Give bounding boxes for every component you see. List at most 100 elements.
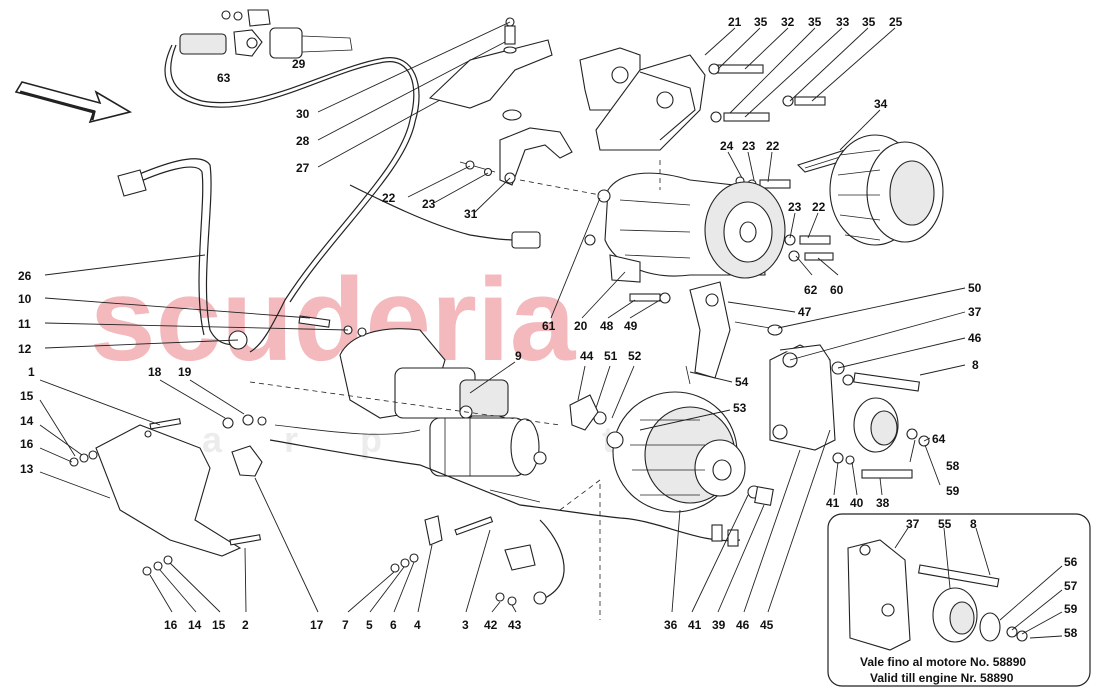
callout: 47 <box>798 305 812 319</box>
callout: 9 <box>515 349 522 363</box>
callout: 35 <box>862 15 876 29</box>
inset-detail-box: 37 55 8 56 57 59 58 Vale fino al motore … <box>827 513 1091 687</box>
callout: 52 <box>628 349 642 363</box>
callout: 15 <box>20 389 34 403</box>
tensioner-bracket <box>747 344 930 506</box>
callout: 12 <box>18 342 32 356</box>
callout: 38 <box>876 496 890 510</box>
callout: 16 <box>164 618 178 632</box>
callout: 63 <box>217 71 231 85</box>
callout: 8 <box>972 358 979 372</box>
starter-motor <box>339 328 547 477</box>
callout: 23 <box>422 197 436 211</box>
callout: 23 <box>742 139 756 153</box>
inset-callout: 8 <box>970 517 977 531</box>
inset-note-italian: Vale fino al motore No. 58890 <box>860 655 1026 669</box>
callout: 22 <box>766 139 780 153</box>
belt-and-pulley <box>796 134 944 246</box>
callout: 61 <box>542 319 556 333</box>
wiring-harness <box>269 439 741 605</box>
callout: 19 <box>178 365 192 379</box>
callout: 18 <box>148 365 162 379</box>
support-bracket <box>629 281 783 385</box>
callout: 24 <box>720 139 734 153</box>
callout: 41 <box>688 618 702 632</box>
callout: 59 <box>946 484 960 498</box>
watermark-main: scuderia <box>90 254 577 386</box>
inset-callout: 37 <box>906 517 920 531</box>
inset-callout: 55 <box>938 517 952 531</box>
callout: 34 <box>874 97 888 111</box>
ground-strap <box>117 158 248 350</box>
callout: 7 <box>342 618 349 632</box>
compressor-bracket <box>579 47 706 151</box>
callout: 4 <box>414 618 421 632</box>
callout: 43 <box>508 618 522 632</box>
callout: 29 <box>292 57 306 71</box>
callout: 10 <box>18 292 32 306</box>
callout: 33 <box>836 15 850 29</box>
callout: 60 <box>830 283 844 297</box>
callout: 25 <box>889 15 903 29</box>
cable-connector <box>511 231 541 249</box>
alternator <box>593 391 746 513</box>
callout: 22 <box>812 200 826 214</box>
callout: 17 <box>310 618 324 632</box>
callout: 11 <box>18 317 31 331</box>
callout: 50 <box>968 281 982 295</box>
callout: 22 <box>382 191 396 205</box>
small-parts <box>222 315 599 606</box>
heat-shield-bottom <box>69 418 262 576</box>
callout: 3 <box>462 618 469 632</box>
callout: 51 <box>604 349 618 363</box>
callout: 41 <box>826 496 840 510</box>
callout: 36 <box>664 618 678 632</box>
ac-compressor <box>584 172 786 283</box>
callout: 58 <box>946 459 960 473</box>
callout: 49 <box>624 319 638 333</box>
callout-labels: 21 35 3 2 35 33 35 25 34 24 23 22 23 22 6… <box>18 15 982 632</box>
callout: 62 <box>804 283 818 297</box>
callout: 2 <box>242 618 249 632</box>
direction-arrow <box>14 81 133 124</box>
callout: 46 <box>968 331 982 345</box>
callout: 14 <box>20 414 34 428</box>
callout: 27 <box>296 161 310 175</box>
callout: 23 <box>788 200 802 214</box>
battery-cable-group <box>164 9 420 353</box>
callout: 46 <box>736 618 750 632</box>
callout: 6 <box>390 618 397 632</box>
callout: 42 <box>484 618 498 632</box>
reference-lines <box>249 160 661 620</box>
starter-cable <box>349 184 521 241</box>
bolt-set-top <box>708 63 834 262</box>
inset-note-english: Valid till engine Nr. 58890 <box>870 671 1014 685</box>
callout: 53 <box>733 401 747 415</box>
callout: 48 <box>600 319 614 333</box>
watermark-sub: c a r p a r t s <box>120 419 722 460</box>
callout: 64 <box>932 432 946 446</box>
inset-callout: 59 <box>1064 602 1078 616</box>
callout: 54 <box>735 375 749 389</box>
callout: 14 <box>188 618 202 632</box>
callout: 35 <box>808 15 822 29</box>
callout: 30 <box>296 107 310 121</box>
inset-callout: 57 <box>1064 579 1078 593</box>
heat-shield-top <box>428 17 553 109</box>
callout: 45 <box>760 618 774 632</box>
callout: 5 <box>366 618 373 632</box>
inset-callout: 56 <box>1064 555 1078 569</box>
callout: 26 <box>18 269 32 283</box>
mount-bracket-31 <box>459 109 573 186</box>
callout: 37 <box>968 305 982 319</box>
callout: 15 <box>212 618 226 632</box>
callout: 39 <box>712 618 726 632</box>
callout: 21 <box>728 15 742 29</box>
callout: 40 <box>850 496 864 510</box>
callout: 1 <box>28 365 35 379</box>
inset-callout: 58 <box>1064 626 1078 640</box>
callout: 35 <box>754 15 768 29</box>
callout: 13 <box>20 462 34 476</box>
callout: 44 <box>580 349 594 363</box>
